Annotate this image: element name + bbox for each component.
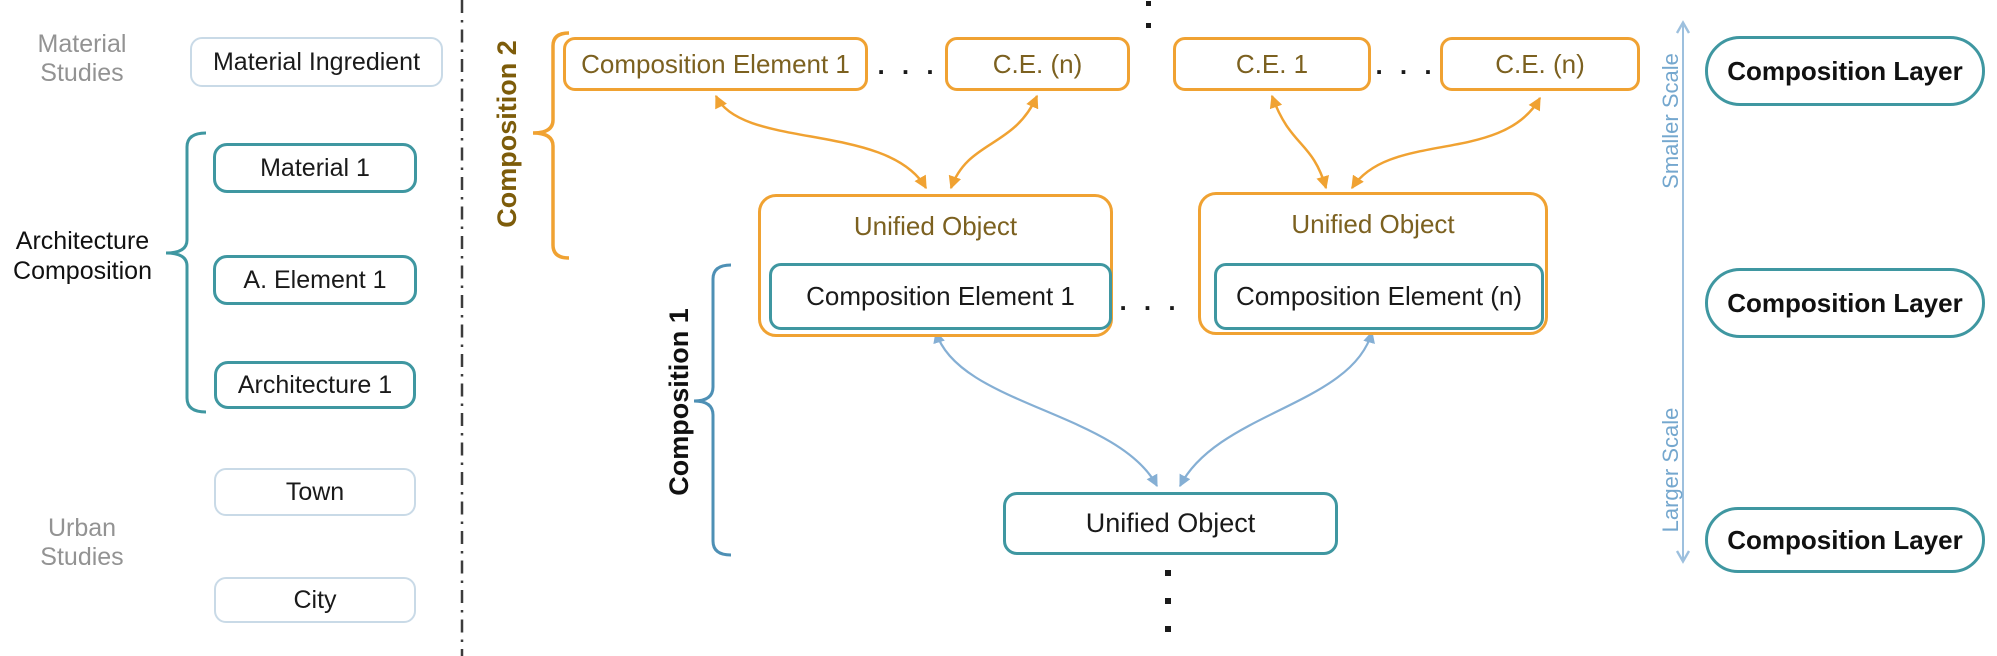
vertical-ellipsis-bottom-dot	[1165, 626, 1171, 632]
curved-arrow-uo-left-to-ce1	[714, 94, 928, 190]
material-ingredient-box: Material Ingredient	[190, 37, 443, 87]
larger-scale-label: Larger Scale	[1658, 407, 1683, 533]
composition-layer-pill-2: Composition Layer	[1705, 268, 1985, 338]
curved-arrow-element1-to-unified	[933, 330, 1158, 488]
unified-object-right: Unified Object Composition Element (n)	[1198, 192, 1548, 335]
ellipsis-top-row-left: . . .	[877, 50, 939, 80]
town-label: Town	[285, 477, 345, 506]
unified-object-left-title: Unified Object	[853, 211, 1018, 241]
architecture-1-label: Architecture 1	[237, 370, 393, 399]
curved-arrow-uo-right-to-ce1	[1269, 94, 1329, 190]
composition-layer-pill-1: Composition Layer	[1705, 36, 1985, 106]
ce-1-label: C.E. 1	[1235, 48, 1309, 79]
composition-layer-pill-3: Composition Layer	[1705, 507, 1985, 573]
composition-1-label: Composition 1	[663, 308, 694, 496]
ce-1-box: C.E. 1	[1173, 37, 1371, 91]
composition-1-brace	[693, 263, 732, 557]
ce-n-box-1: C.E. (n)	[945, 37, 1130, 91]
material-1-label: Material 1	[260, 153, 370, 182]
vertical-ellipsis-top-dot	[1146, 1, 1151, 6]
inner-composition-element-n: Composition Element (n)	[1214, 263, 1544, 330]
composition-element-1-box: Composition Element 1	[563, 37, 868, 91]
ellipsis-top-row-right: . . .	[1375, 50, 1437, 80]
ellipsis-unified-row: . . .	[1119, 286, 1181, 316]
composition-2-brace	[532, 31, 570, 260]
composition-element-1-label: Composition Element 1	[581, 48, 850, 79]
vertical-ellipsis-top-dot	[1146, 23, 1151, 28]
material-studies-label: Material Studies	[37, 30, 127, 87]
a-element-1-label: A. Element 1	[243, 265, 387, 294]
vertical-ellipsis-bottom-dot	[1165, 598, 1171, 604]
architecture-composition-label: Architecture Composition	[13, 227, 152, 285]
material-ingredient-label: Material Ingredient	[212, 47, 421, 76]
material-1-box: Material 1	[213, 143, 417, 193]
unified-object-right-title: Unified Object	[1291, 209, 1455, 239]
city-label: City	[293, 585, 337, 614]
town-box: Town	[214, 468, 416, 516]
curved-arrow-elementn-to-unified	[1179, 330, 1375, 488]
city-box: City	[214, 577, 416, 623]
urban-studies-label: Urban Studies	[40, 514, 124, 571]
a-element-1-box: A. Element 1	[213, 255, 417, 305]
curved-arrow-uo-left-to-cen	[948, 94, 1039, 190]
inner-composition-element-1: Composition Element 1	[769, 263, 1112, 330]
composition-2-label: Composition 2	[491, 40, 522, 228]
vertical-ellipsis-bottom-dot	[1165, 570, 1171, 576]
unified-object-left: Unified Object Composition Element 1	[758, 194, 1113, 337]
architecture-1-box: Architecture 1	[214, 361, 416, 409]
curved-arrow-uo-right-to-cen	[1350, 96, 1542, 190]
ce-n-label-2: C.E. (n)	[1495, 48, 1585, 79]
smaller-scale-label: Smaller Scale	[1658, 53, 1683, 189]
unified-object-bottom: Unified Object	[1003, 492, 1338, 555]
architecture-composition-brace	[165, 131, 207, 414]
ce-n-box-2: C.E. (n)	[1440, 37, 1640, 91]
ce-n-label-1: C.E. (n)	[992, 48, 1083, 79]
